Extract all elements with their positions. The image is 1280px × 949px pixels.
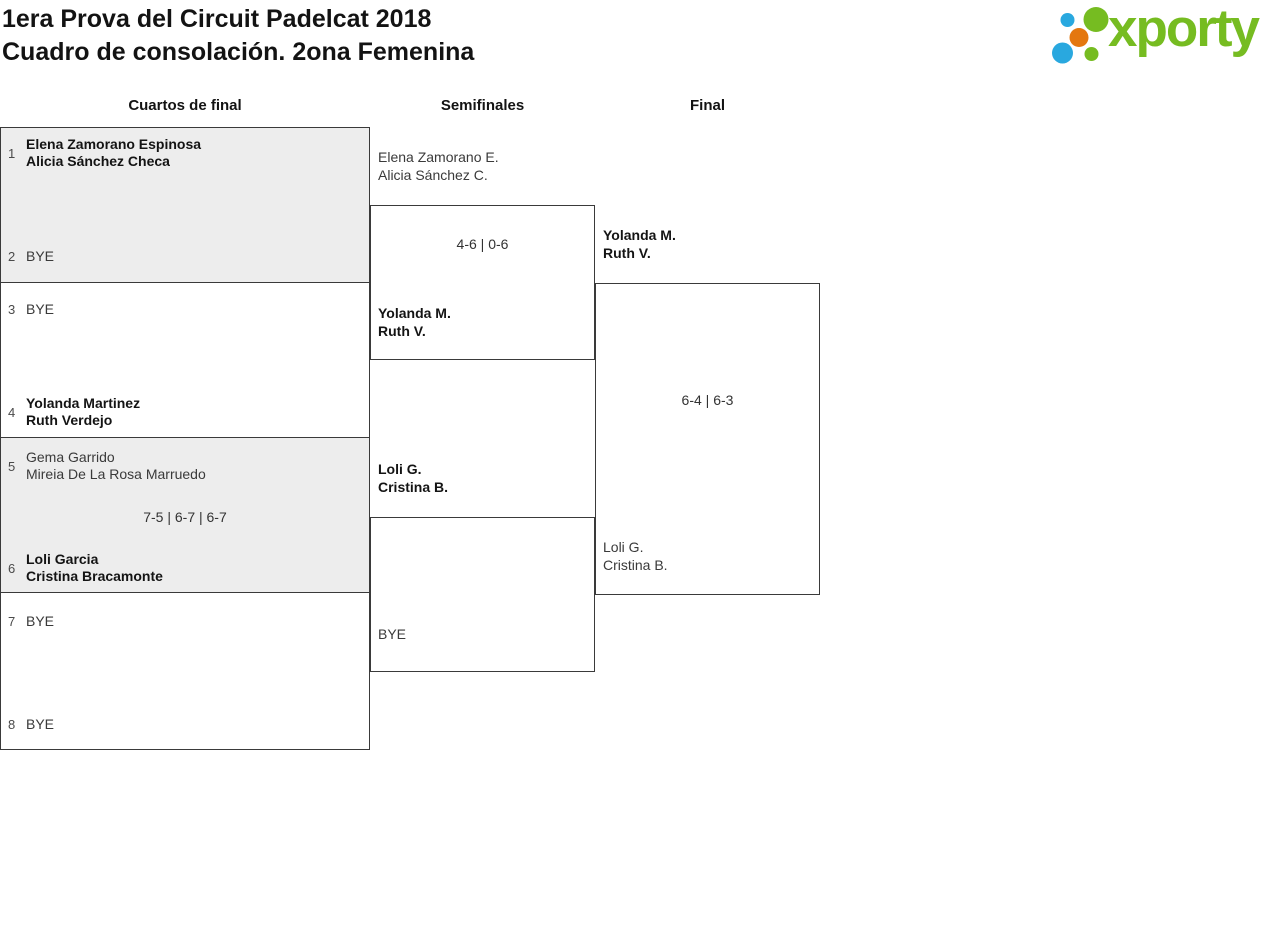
qf3-match-score: 7-5 | 6-7 | 6-7 <box>143 509 227 525</box>
xporty-dots-icon <box>1052 7 1109 64</box>
team-name: BYE <box>26 301 55 317</box>
team-name: Loli Garcia Cristina Bracamonte <box>26 551 163 584</box>
seed-number: 7 <box>8 614 16 629</box>
qf4-team-top: 7 BYE <box>8 613 54 630</box>
final-team-top: Yolanda M. Ruth V. <box>603 227 676 261</box>
team-name: Gema Garrido Mireia De La Rosa Marruedo <box>26 449 206 482</box>
xporty-logo[interactable]: xporty <box>1048 0 1278 76</box>
final-team-bottom: Loli G. Cristina B. <box>603 539 668 573</box>
sf-match-2-box <box>370 517 595 672</box>
bracket-subtitle: Cuadro de consolación. 2ona Femenina <box>2 38 475 66</box>
sf2-team-bottom: BYE <box>378 626 407 642</box>
team-name: Yolanda Martinez Ruth Verdejo <box>26 395 141 428</box>
qf3-team-bottom: 6 Loli Garcia Cristina Bracamonte <box>8 551 163 585</box>
seed-number: 6 <box>8 560 16 576</box>
qf3-team-top: 5 Gema Garrido Mireia De La Rosa Marrued… <box>8 449 206 483</box>
xporty-wordmark: xporty <box>1108 0 1260 58</box>
round-header-cuartos: Cuartos de final <box>128 97 242 114</box>
qf-match-1-box <box>0 127 370 283</box>
seed-number: 3 <box>8 302 16 317</box>
seed-number: 8 <box>8 717 16 732</box>
qf-match-4-box <box>0 592 370 750</box>
page-title: 1era Prova del Circuit Padelcat 2018 Cua… <box>2 3 474 69</box>
sf1-match-score: 4-6 | 0-6 <box>456 236 509 252</box>
round-header-final: Final <box>689 97 725 114</box>
team-name: Elena Zamorano Espinosa Alicia Sánchez C… <box>26 136 202 169</box>
team-name: BYE <box>26 716 55 732</box>
sf2-team-top: Loli G. Cristina B. <box>378 461 449 495</box>
sf-match-1-box <box>370 205 595 360</box>
round-header-semifinales: Semifinales <box>440 97 525 114</box>
seed-number: 2 <box>8 249 16 264</box>
team-name: BYE <box>26 613 55 629</box>
qf2-team-top: 3 BYE <box>8 301 54 318</box>
qf1-team-top: 1 Elena Zamorano Espinosa Alicia Sánchez… <box>8 136 201 170</box>
qf1-team-bottom: 2 BYE <box>8 248 54 265</box>
final-match-score: 6-4 | 6-3 <box>681 392 734 408</box>
sf1-team-top: Elena Zamorano E. Alicia Sánchez C. <box>378 149 499 183</box>
seed-number: 1 <box>8 145 16 161</box>
qf-match-2-box <box>0 282 370 438</box>
seed-number: 4 <box>8 404 16 420</box>
tournament-title: 1era Prova del Circuit Padelcat 2018 <box>2 5 432 33</box>
team-name: BYE <box>26 248 55 264</box>
sf1-team-bottom: Yolanda M. Ruth V. <box>378 305 451 339</box>
seed-number: 5 <box>8 458 16 474</box>
qf4-team-bottom: 8 BYE <box>8 716 54 733</box>
qf2-team-bottom: 4 Yolanda Martinez Ruth Verdejo <box>8 395 140 429</box>
final-match-box <box>595 283 820 595</box>
